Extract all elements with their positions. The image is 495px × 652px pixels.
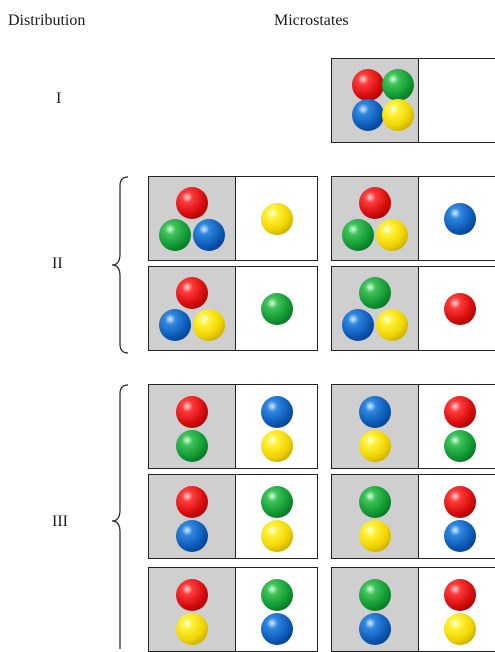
microstate-right-compartment (236, 385, 317, 468)
red-ball (176, 187, 208, 219)
blue-ball (159, 309, 191, 341)
red-ball (444, 293, 476, 325)
microstate-box (148, 384, 318, 469)
green-ball (261, 293, 293, 325)
blue-ball (359, 396, 391, 428)
microstate-box (331, 567, 495, 652)
green-ball (261, 486, 293, 518)
green-ball (359, 579, 391, 611)
distribution-label-II: II (52, 255, 63, 272)
microstate-box (331, 176, 495, 261)
microstate-left-compartment (149, 267, 236, 350)
distribution-label-III: III (52, 513, 68, 530)
yellow-ball (444, 613, 476, 645)
green-ball (159, 219, 191, 251)
green-ball (382, 69, 414, 101)
microstate-box (331, 384, 495, 469)
green-ball (444, 430, 476, 462)
yellow-ball (376, 309, 408, 341)
yellow-ball (359, 430, 391, 462)
microstate-left-compartment (149, 177, 236, 260)
microstate-box (331, 58, 495, 143)
microstate-right-compartment (419, 568, 495, 651)
yellow-ball (359, 520, 391, 552)
yellow-ball (261, 203, 293, 235)
blue-ball (342, 309, 374, 341)
yellow-ball (261, 520, 293, 552)
distribution-header: Distribution (8, 12, 86, 29)
blue-ball (444, 520, 476, 552)
microstate-box (331, 474, 495, 559)
red-ball (444, 579, 476, 611)
yellow-ball (176, 613, 208, 645)
microstates-header: Microstates (274, 12, 349, 29)
microstate-right-compartment (419, 385, 495, 468)
distribution-label-I: I (56, 90, 62, 107)
blue-ball (352, 99, 384, 131)
blue-ball (193, 219, 225, 251)
red-ball (176, 579, 208, 611)
microstate-left-compartment (332, 385, 419, 468)
microstate-box (148, 176, 318, 261)
microstate-box (148, 474, 318, 559)
blue-ball (176, 520, 208, 552)
microstate-left-compartment (332, 177, 419, 260)
green-ball (359, 277, 391, 309)
microstate-box (148, 567, 318, 652)
microstate-box (148, 266, 318, 351)
brace-distribution-II (111, 176, 129, 354)
red-ball (444, 486, 476, 518)
microstate-right-compartment (419, 177, 495, 260)
blue-ball (261, 613, 293, 645)
microstate-box (331, 266, 495, 351)
microstate-right-compartment (419, 267, 495, 350)
red-ball (444, 396, 476, 428)
brace-distribution-III (111, 384, 129, 649)
microstate-left-compartment (149, 475, 236, 558)
microstate-left-compartment (149, 568, 236, 651)
microstate-left-compartment (332, 267, 419, 350)
yellow-ball (382, 99, 414, 131)
microstate-left-compartment (332, 59, 419, 142)
red-ball (352, 69, 384, 101)
blue-ball (359, 613, 391, 645)
blue-ball (444, 203, 476, 235)
red-ball (176, 277, 208, 309)
microstate-right-compartment (419, 59, 495, 142)
microstate-right-compartment (236, 475, 317, 558)
yellow-ball (376, 219, 408, 251)
green-ball (176, 430, 208, 462)
microstate-right-compartment (236, 267, 317, 350)
green-ball (342, 219, 374, 251)
red-ball (359, 187, 391, 219)
red-ball (176, 396, 208, 428)
green-ball (359, 486, 391, 518)
microstate-left-compartment (332, 568, 419, 651)
blue-ball (261, 396, 293, 428)
microstate-right-compartment (236, 177, 317, 260)
microstate-right-compartment (419, 475, 495, 558)
green-ball (261, 579, 293, 611)
yellow-ball (193, 309, 225, 341)
microstate-left-compartment (332, 475, 419, 558)
microstate-right-compartment (236, 568, 317, 651)
red-ball (176, 486, 208, 518)
microstate-left-compartment (149, 385, 236, 468)
yellow-ball (261, 430, 293, 462)
